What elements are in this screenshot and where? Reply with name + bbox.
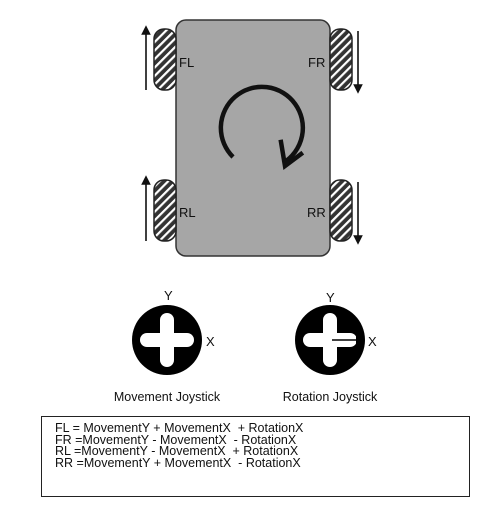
robot-chassis (175, 19, 331, 257)
wheel-rear-left (153, 179, 177, 242)
movement-x-label: X (206, 334, 215, 349)
movement-joystick (132, 305, 202, 375)
wheel-front-left (153, 28, 177, 91)
rotation-joystick-caption: Rotation Joystick (283, 390, 378, 404)
movement-y-label: Y (164, 288, 173, 303)
formula-rr: RR =MovementY + MovementX - RotationX (55, 455, 301, 470)
wheel-label-rr: RR (307, 205, 326, 220)
formula-fr: FR =MovementY - MovementX - RotationX (55, 432, 297, 447)
rotation-y-label: Y (326, 290, 335, 305)
movement-joystick-caption: Movement Joystick (114, 390, 221, 404)
wheel-front-right (329, 28, 353, 91)
clockwise-arrow-icon (218, 84, 306, 171)
rotation-joystick (295, 305, 365, 375)
rotation-x-label: X (368, 334, 377, 349)
wheel-label-rl: RL (179, 205, 196, 220)
wheel-label-fl: FL (179, 55, 194, 70)
formula-box: FL = MovementY + MovementX + RotationX F… (41, 416, 470, 497)
formula-rl: RL =MovementY - MovementX + RotationX (55, 444, 299, 458)
wheel-label-fr: FR (308, 55, 325, 70)
wheel-rear-right (329, 179, 353, 242)
formula-fl: FL = MovementY + MovementX + RotationX (55, 421, 304, 435)
